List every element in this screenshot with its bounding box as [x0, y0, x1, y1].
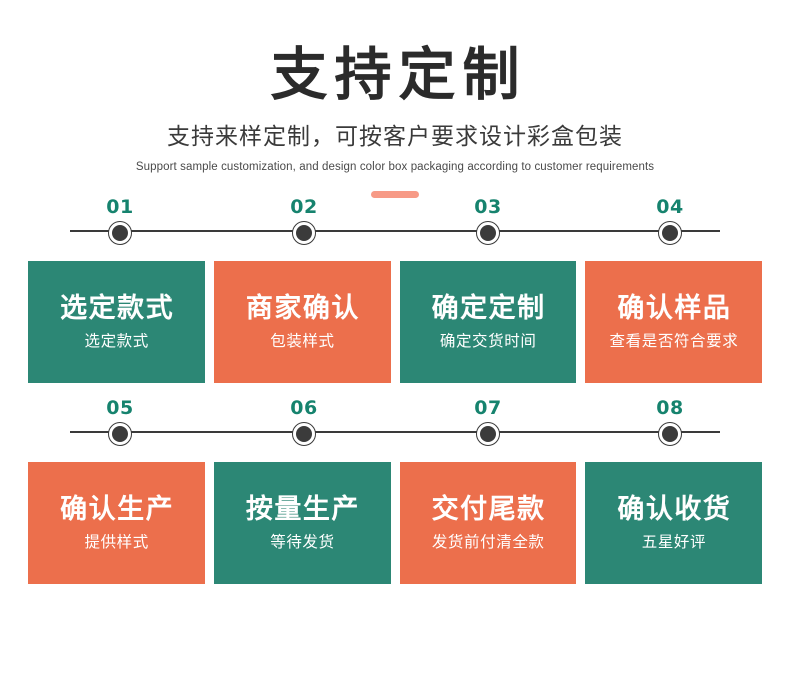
- timeline-dot-icon: [292, 221, 316, 246]
- step-card-title: 确定定制: [431, 292, 546, 323]
- timeline-dot-icon: [108, 422, 132, 447]
- step-card-subtitle: 发货前付清全款: [431, 533, 545, 551]
- step-card-row-1: 选定款式 选定款式 商家确认 包装样式 确定定制 确定交货时间 确认样品 查看是…: [0, 261, 790, 384]
- accent-divider-bar: [371, 191, 419, 199]
- page-title: 支持定制: [270, 43, 527, 107]
- step-card-06[interactable]: 按量生产 等待发货: [213, 462, 391, 585]
- step-card-title: 交付尾款: [431, 493, 546, 524]
- timeline-number-03: 03: [474, 196, 502, 219]
- step-card-title: 选定款式: [60, 292, 175, 323]
- timeline-row-2: 05 06 07 08: [0, 399, 790, 457]
- timeline-dot-icon: [658, 422, 682, 447]
- timeline-number-06: 06: [290, 397, 318, 420]
- timeline-node-06[interactable]: 06: [274, 397, 334, 447]
- timeline-number-02: 02: [290, 196, 318, 219]
- step-card-02[interactable]: 商家确认 包装样式: [213, 261, 391, 384]
- step-card-subtitle: 等待发货: [270, 533, 335, 551]
- step-card-subtitle: 包装样式: [270, 332, 335, 350]
- timeline-dot-icon: [476, 221, 500, 246]
- page-header: 支持定制 支持来样定制，可按客户要求设计彩盒包装 Support sample …: [0, 0, 790, 199]
- step-card-03[interactable]: 确定定制 确定交货时间: [399, 261, 577, 384]
- timeline-dot-icon: [108, 221, 132, 246]
- step-card-title: 商家确认: [245, 292, 360, 323]
- step-card-row-2: 确认生产 提供样式 按量生产 等待发货 交付尾款 发货前付清全款 确认收货 五星…: [0, 462, 790, 585]
- timeline-node-04[interactable]: 04: [640, 196, 700, 246]
- step-card-01[interactable]: 选定款式 选定款式: [28, 261, 205, 384]
- page-subtitle-english: Support sample customization, and design…: [135, 161, 655, 174]
- timeline-node-01[interactable]: 01: [90, 196, 150, 246]
- step-card-subtitle: 选定款式: [84, 332, 149, 350]
- step-card-05[interactable]: 确认生产 提供样式: [28, 462, 205, 585]
- step-card-title: 确认收货: [617, 493, 732, 524]
- step-card-subtitle: 提供样式: [84, 533, 149, 551]
- timeline-number-01: 01: [106, 196, 134, 219]
- timeline-number-07: 07: [474, 397, 502, 420]
- step-card-subtitle: 五星好评: [641, 533, 707, 551]
- timeline-node-03[interactable]: 03: [458, 196, 518, 246]
- timeline-dot-icon: [292, 422, 316, 447]
- timeline-dot-icon: [658, 221, 682, 246]
- timeline-node-02[interactable]: 02: [274, 196, 334, 246]
- step-card-subtitle: 确定交货时间: [439, 332, 537, 350]
- step-card-07[interactable]: 交付尾款 发货前付清全款: [399, 462, 577, 585]
- timeline-node-05[interactable]: 05: [90, 397, 150, 447]
- page-subtitle: 支持来样定制，可按客户要求设计彩盒包装: [167, 122, 623, 149]
- timeline-line: [70, 431, 720, 434]
- step-card-title: 确认生产: [60, 493, 175, 524]
- step-card-title: 按量生产: [245, 493, 360, 524]
- step-card-subtitle: 查看是否符合要求: [609, 332, 739, 350]
- step-card-title: 确认样品: [617, 292, 732, 323]
- timeline-node-08[interactable]: 08: [640, 397, 700, 447]
- timeline-line: [70, 230, 720, 233]
- timeline-number-04: 04: [656, 196, 684, 219]
- timeline-dot-icon: [476, 422, 500, 447]
- timeline-node-07[interactable]: 07: [458, 397, 518, 447]
- timeline-row-1: 01 02 03 04: [0, 198, 790, 256]
- timeline-number-05: 05: [106, 397, 134, 420]
- timeline-number-08: 08: [656, 397, 684, 420]
- step-card-04[interactable]: 确认样品 查看是否符合要求: [585, 261, 762, 384]
- step-card-08[interactable]: 确认收货 五星好评: [585, 462, 762, 585]
